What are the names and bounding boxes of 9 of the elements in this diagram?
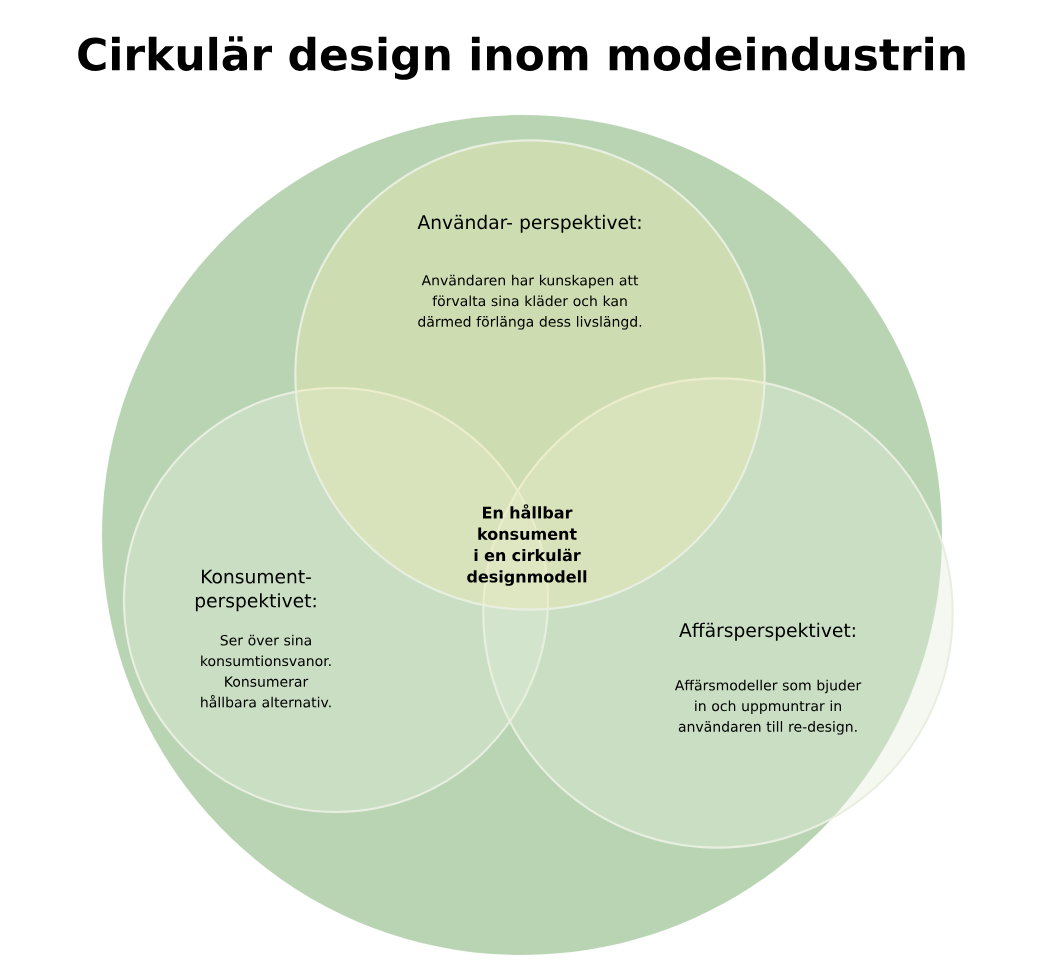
background-circle bbox=[101, 114, 943, 956]
center-label: En hållbar konsument i en cirkulär designmodell bbox=[467, 504, 587, 586]
description: Affärsmodeller som bjuder in och uppmuntrar in användaren till re-design. bbox=[674, 679, 862, 735]
heading: Affärsperspektivet: bbox=[679, 622, 855, 641]
description: Ser över sina konsumtionsvanor. Konsumerar hållbara alternativ. bbox=[201, 634, 331, 708]
heading: Konsument- perspektivet: bbox=[195, 569, 316, 612]
heading: Användar- perspektivet: bbox=[417, 214, 641, 233]
description: Användaren har kunskapen att förvalta sina kläder och kan därmed förlänga dess livslängd. bbox=[418, 274, 642, 330]
title: Cirkulär design inom modeindustrin bbox=[78, 36, 965, 80]
